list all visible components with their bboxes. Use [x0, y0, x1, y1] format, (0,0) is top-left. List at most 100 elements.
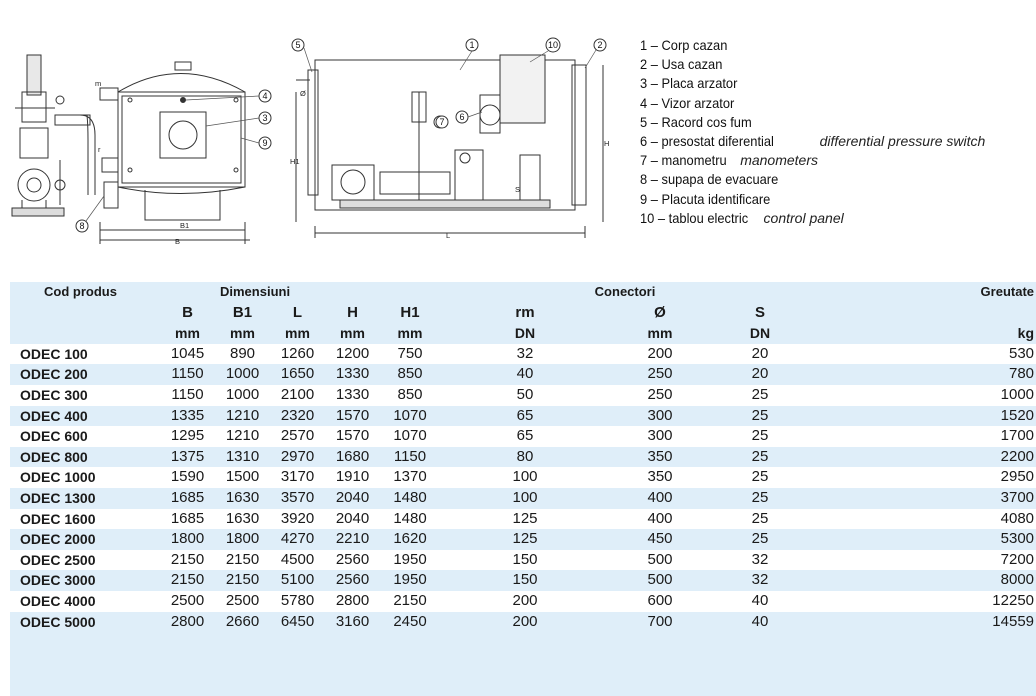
value-cell: 4080	[1000, 509, 1035, 527]
value-cell: 1685	[170, 509, 205, 527]
product-code-cell: ODEC 200	[20, 366, 88, 383]
value-cell: 25	[751, 385, 769, 403]
value-cell: 100	[512, 488, 538, 506]
header-conectori: Conectori	[594, 284, 656, 299]
product-code-cell: ODEC 5000	[20, 613, 96, 630]
legend-item-number: 1	[640, 37, 648, 53]
legend-separator: –	[647, 132, 662, 149]
value-cell: 1000	[225, 385, 260, 403]
legend-item-number: 10	[640, 209, 655, 226]
value-cell: 500	[647, 550, 673, 568]
value-cell: 400	[647, 488, 673, 506]
value-cell: 1680	[335, 447, 370, 465]
value-cell: 8000	[1000, 571, 1035, 589]
value-cell: 2950	[1000, 468, 1035, 486]
legend-item-label: 7 – manometru	[640, 151, 727, 170]
callout-5: 5	[291, 38, 305, 52]
value-cell: 25	[751, 406, 769, 424]
legend-item-number: 5	[640, 113, 648, 130]
callout-9: 9	[258, 136, 272, 150]
spec-table: Cod produs Dimensiuni Conectori Greutate…	[10, 282, 1036, 633]
legend-item-label: 9 – Placuta identificare	[640, 190, 770, 209]
svg-text:9: 9	[262, 138, 267, 148]
product-code-cell: ODEC 100	[20, 345, 88, 362]
value-cell: 1480	[393, 509, 427, 527]
boiler-front-view	[99, 61, 250, 244]
header-dimensiuni: Dimensiuni	[220, 284, 291, 299]
legend-separator: –	[647, 75, 662, 92]
value-cell: 2150	[225, 571, 260, 589]
value-cell: 25	[751, 447, 769, 465]
callout-bubbles: 5 1 10 2 4 3 9 8 7 6	[75, 37, 607, 233]
legend-item-en: differential pressure switch	[819, 132, 986, 149]
product-code-cell: ODEC 800	[20, 448, 88, 465]
value-cell: 5780	[280, 591, 315, 609]
value-cell: 5100	[280, 571, 315, 589]
value-cell: 1150	[171, 365, 204, 383]
value-cell: 450	[647, 530, 673, 548]
unit-header-cell: mm	[230, 325, 255, 342]
value-cell: 1650	[280, 365, 315, 383]
value-cell: 350	[647, 447, 673, 465]
value-cell: 2800	[170, 612, 205, 630]
callout-6: 6	[455, 110, 469, 124]
legend-item-label: 6 – presostat diferential	[640, 132, 774, 151]
product-code-cell: ODEC 3000	[20, 572, 96, 589]
legend-item-label: 1 – Corp cazan	[640, 36, 727, 55]
value-cell: 1480	[393, 488, 427, 506]
value-cell: 2150	[393, 591, 427, 609]
symbol-header-cell: B	[182, 303, 193, 321]
legend-item-number: 8	[640, 171, 648, 188]
value-cell: 14559	[992, 612, 1035, 630]
symbol-header-cell: Ø	[654, 303, 666, 321]
unit-header-cell: kg	[1017, 325, 1035, 342]
value-cell: 2560	[335, 571, 370, 589]
value-cell: 1620	[393, 530, 427, 548]
value-cell: 780	[1008, 365, 1035, 383]
value-cell: 1800	[170, 530, 205, 548]
unit-header-cell: mm	[285, 325, 310, 342]
value-cell: 3920	[280, 509, 315, 527]
value-cell: 1150	[393, 447, 427, 465]
value-cell: 125	[512, 530, 538, 548]
legend-item-ro: supapa de evacuare	[661, 171, 779, 188]
legend-item-label: 2 – Usa cazan	[640, 55, 722, 74]
legend-separator: –	[647, 113, 662, 130]
value-cell: 3160	[335, 612, 370, 630]
value-cell: 1570	[335, 427, 370, 445]
value-cell: 100	[512, 468, 538, 486]
spec-table-panel: Cod produs Dimensiuni Conectori Greutate…	[10, 282, 1036, 696]
symbol-header-cell: S	[755, 303, 766, 321]
value-cell: 150	[512, 550, 538, 568]
svg-text:H: H	[604, 139, 609, 148]
value-cell: 1210	[225, 406, 260, 424]
legend-item: 1 – Corp cazan	[640, 36, 1030, 55]
symbol-header-cell: L	[292, 303, 303, 321]
value-cell: 500	[647, 571, 673, 589]
value-cell: 4270	[280, 530, 315, 548]
group-header-row: Cod produs Dimensiuni Conectori Greutate	[10, 282, 1036, 303]
value-cell: 1370	[393, 468, 427, 486]
legend-item-en: manometers	[740, 152, 818, 169]
symbol-header-cell: H	[347, 303, 358, 321]
svg-text:3: 3	[262, 113, 267, 123]
legend-separator: –	[647, 152, 662, 169]
legend-item-ro: Placuta identificare	[661, 190, 771, 207]
value-cell: 1500	[225, 468, 260, 486]
svg-text:7: 7	[439, 117, 444, 127]
value-cell: 2150	[170, 550, 205, 568]
legend-item-number: 7	[640, 152, 648, 169]
value-cell: 1070	[393, 427, 427, 445]
value-cell: 400	[647, 509, 673, 527]
legend-item-ro: manometru	[661, 152, 727, 169]
unit-header-cell: mm	[340, 325, 365, 342]
svg-text:4: 4	[262, 91, 267, 101]
